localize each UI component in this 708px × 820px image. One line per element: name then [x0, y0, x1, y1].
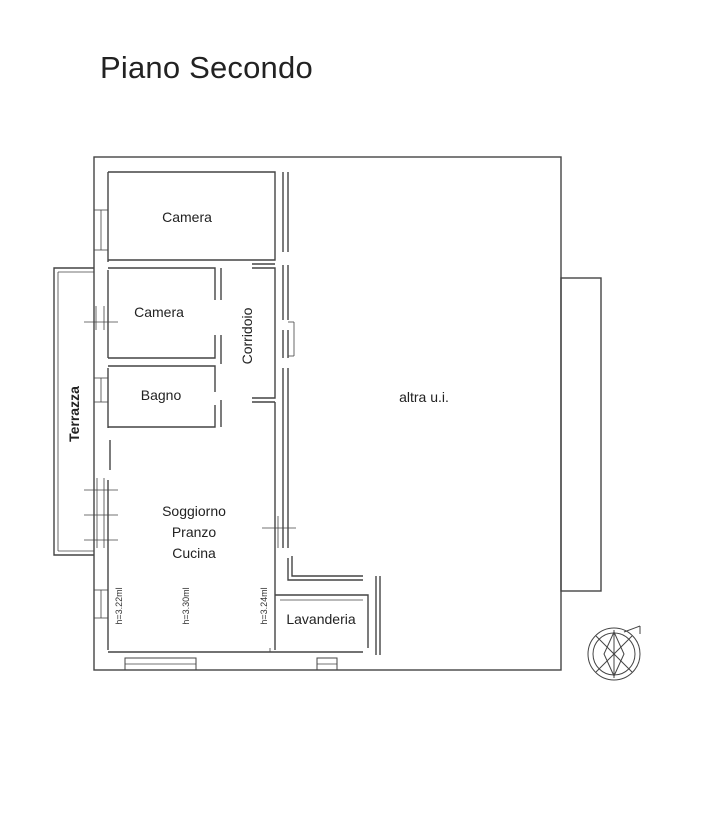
plan-title: Piano Secondo	[100, 50, 313, 85]
lavanderia-walls	[275, 594, 369, 648]
camera-1-walls	[108, 171, 276, 261]
label-soggiorno: Soggiorno	[162, 503, 226, 519]
bagno-walls	[108, 365, 216, 392]
terrace-outline	[53, 267, 94, 556]
label-camera-1: Camera	[162, 209, 212, 225]
label-pranzo: Pranzo	[172, 524, 217, 540]
label-terrazza: Terrazza	[66, 386, 82, 442]
height-label-1: h=3.22ml	[114, 587, 124, 624]
height-label-3: h=3.24ml	[259, 587, 269, 624]
corridor-wall	[252, 267, 276, 399]
label-altra-ui: altra u.i.	[399, 389, 449, 405]
label-lavanderia: Lavanderia	[286, 611, 355, 627]
height-label-2: h=3.30ml	[181, 587, 191, 624]
right-balcony	[560, 277, 602, 592]
label-bagno: Bagno	[141, 387, 182, 403]
label-cucina: Cucina	[172, 545, 216, 561]
label-corridoio: Corridoio	[239, 307, 255, 364]
north-arrow-icon	[587, 625, 641, 681]
outer-wall	[93, 156, 562, 671]
camera-2-walls	[108, 267, 216, 300]
label-camera-2: Camera	[134, 304, 184, 320]
